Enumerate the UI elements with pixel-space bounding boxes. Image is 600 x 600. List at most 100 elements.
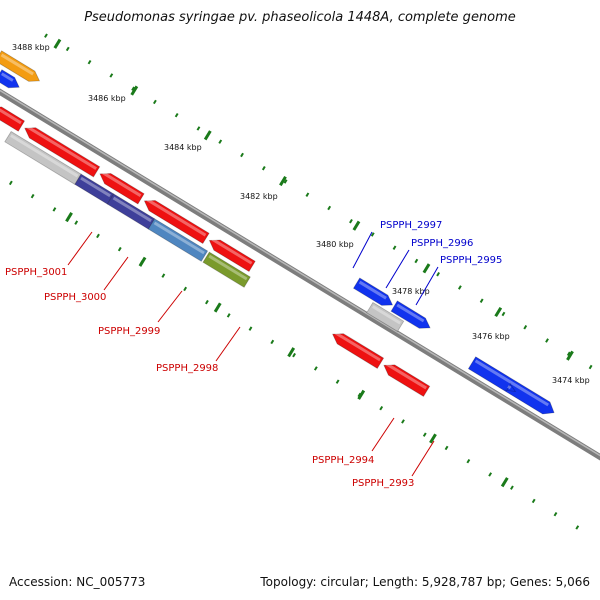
minor-tick (161, 273, 166, 278)
accession-text: Accession: NC_005773 (9, 575, 146, 589)
gene-leader-line (385, 249, 410, 289)
minor-tick (74, 220, 79, 225)
gene-label: PSPPH_2997 (380, 220, 442, 231)
minor-tick (117, 246, 122, 252)
gene-label: PSPPH_2996 (411, 238, 473, 249)
genome-backbone (0, 88, 600, 461)
gene-arrow-reverse-shine (146, 198, 207, 237)
minor-tick (545, 338, 549, 343)
gene-block-sky (147, 218, 209, 262)
genome-backbone-highlight (0, 89, 600, 457)
gene-arrow-reverse-shine (211, 238, 253, 265)
gene-arrow-reverse (99, 173, 145, 205)
minor-tick (8, 180, 13, 186)
minor-tick (248, 326, 253, 331)
major-tick (279, 175, 287, 187)
gene-block-grey-shine (372, 305, 401, 325)
minor-tick (379, 405, 384, 411)
gene-label: PSPPH_3000 (44, 292, 106, 303)
gene-block-sky-shine (153, 221, 205, 255)
minor-tick (370, 232, 375, 237)
minor-tick (531, 498, 536, 504)
gene-arrow-forward-shine (0, 53, 34, 76)
gene-arrow-small (504, 383, 517, 393)
gene-arrow-forward (0, 69, 20, 89)
gene-leader-line (411, 440, 435, 477)
gene-block-olive-shine (208, 254, 248, 281)
gene-block-indigo-shine (112, 196, 152, 223)
minor-tick (422, 432, 427, 437)
major-tick (500, 477, 509, 488)
minor-tick (401, 419, 405, 424)
minor-tick (566, 351, 571, 356)
minor-tick (205, 299, 209, 305)
minor-tick (457, 285, 462, 290)
major-tick (357, 389, 366, 400)
minor-tick (523, 325, 528, 330)
gene-leader-line (103, 256, 129, 291)
major-tick (422, 263, 431, 274)
gene-label: PSPPH_3001 (5, 267, 67, 278)
minor-tick (292, 352, 296, 358)
minor-tick (414, 258, 419, 264)
tick-label: 3474 kbp (552, 376, 590, 385)
gene-arrow-forward (390, 300, 431, 329)
tick-label: 3480 kbp (316, 240, 354, 249)
tick-label: 3476 kbp (472, 332, 510, 341)
map-title: Pseudomonas syringae pv. phaseolicola 14… (84, 10, 516, 25)
tick-label: 3482 kbp (240, 192, 278, 201)
gene-arrow-reverse-shine (102, 171, 142, 197)
major-tick (352, 220, 361, 231)
tick-label: 3478 kbp (392, 287, 430, 296)
feature-layer (0, 50, 555, 415)
major-tick (65, 212, 73, 223)
minor-tick (335, 379, 340, 384)
minor-tick (392, 245, 397, 250)
gene-arrow-forward (0, 50, 41, 82)
minor-tick (65, 46, 70, 52)
gene-arrow-reverse (0, 106, 26, 132)
genome-summary-text: Topology: circular; Length: 5,928,787 bp… (260, 575, 590, 589)
minor-tick (575, 525, 580, 530)
minor-tick (87, 59, 92, 65)
minor-tick (488, 472, 493, 477)
gene-arrow-reverse-shine (27, 125, 97, 170)
major-tick (130, 85, 139, 96)
tick-label: 3486 kbp (88, 94, 126, 103)
tick-label: 3488 kbp (12, 43, 50, 52)
minor-tick (218, 139, 223, 144)
gene-leader-line (215, 326, 241, 362)
minor-tick (30, 193, 35, 199)
gene-arrow-forward (352, 277, 394, 306)
minor-tick (109, 73, 114, 78)
minor-tick (131, 86, 135, 91)
tick-label: 3484 kbp (164, 143, 202, 152)
gene-block-indigo-shine (80, 176, 111, 198)
major-tick (429, 433, 437, 444)
gene-leader-line (352, 231, 373, 269)
gene-label: PSPPH_2995 (440, 255, 502, 266)
minor-tick (152, 99, 157, 105)
gene-arrow-reverse (24, 127, 101, 178)
gene-arrow-forward-shine (1, 72, 14, 82)
gene-leader-line (157, 290, 183, 323)
minor-tick (240, 152, 244, 158)
gene-arrow-forward-shine (396, 303, 425, 323)
minor-tick (96, 233, 100, 239)
minor-tick (501, 311, 506, 317)
gene-label: PSPPH_2998 (156, 363, 218, 374)
gene-arrow-reverse-shine (334, 331, 381, 362)
gene-arrow-reverse (208, 239, 256, 273)
major-tick (203, 130, 212, 141)
gene-arrow-reverse-shine (386, 362, 427, 390)
gene-arrow-reverse (331, 333, 385, 369)
gene-arrow-forward-shine (358, 280, 387, 300)
minor-tick (466, 458, 471, 464)
gene-arrow-forward (467, 356, 555, 415)
major-tick (287, 347, 296, 358)
gene-arrow-forward-shine (474, 359, 549, 407)
tick-layer: 3488 kbp 3486 kbp 3484 kbp 3482 kbp 3480 kbp… (8, 33, 593, 530)
minor-tick (283, 179, 288, 184)
minor-tick (588, 364, 593, 370)
minor-tick (226, 313, 231, 318)
